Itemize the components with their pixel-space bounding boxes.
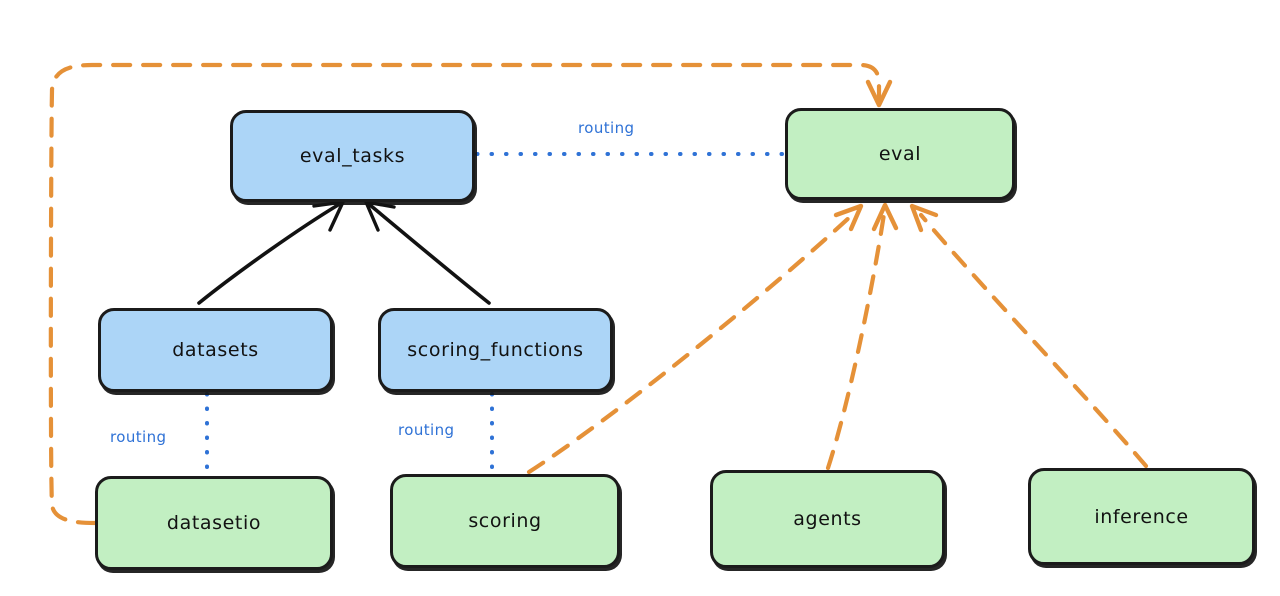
node-scoring_functions[interactable]: scoring_functions bbox=[378, 308, 613, 392]
edge-inference-to-eval bbox=[909, 203, 1149, 469]
edge-label-routing-scoring_functions-scoring: routing bbox=[398, 421, 455, 439]
edge-scoring_functions-to-eval_tasks bbox=[364, 200, 491, 305]
node-label: scoring bbox=[468, 510, 542, 532]
node-label: datasets bbox=[172, 339, 259, 361]
node-label: inference bbox=[1094, 505, 1189, 528]
node-eval_tasks[interactable]: eval_tasks bbox=[230, 110, 475, 202]
node-label: eval_tasks bbox=[299, 145, 406, 167]
node-label: datasetio bbox=[166, 512, 262, 534]
node-agents[interactable]: agents bbox=[710, 470, 945, 568]
edge-label-routing-eval_tasks-eval: routing bbox=[578, 119, 635, 137]
node-eval[interactable]: eval bbox=[785, 108, 1015, 200]
node-datasetio[interactable]: datasetio bbox=[95, 476, 333, 570]
node-label: agents bbox=[793, 508, 862, 530]
edge-agents-to-eval bbox=[825, 202, 899, 471]
node-inference[interactable]: inference bbox=[1028, 468, 1255, 565]
node-label: scoring_functions bbox=[407, 339, 584, 361]
node-scoring[interactable]: scoring bbox=[390, 474, 620, 568]
node-datasets[interactable]: datasets bbox=[98, 308, 333, 392]
edge-datasets-to-eval_tasks bbox=[197, 200, 345, 305]
edge-label-routing-datasets-datasetio: routing bbox=[110, 428, 167, 446]
node-label: eval bbox=[878, 143, 922, 165]
